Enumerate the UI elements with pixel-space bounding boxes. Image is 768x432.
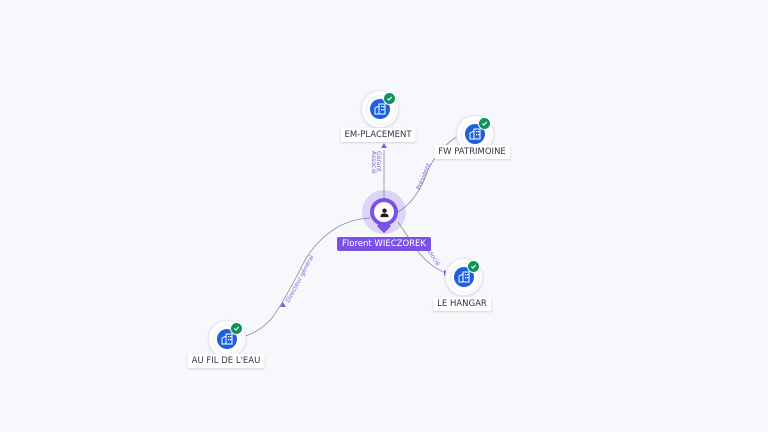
edge-label-em-2: Associé <box>370 151 377 174</box>
arrow-au-fil-de-leau <box>280 302 286 307</box>
person-label[interactable]: Florent WIECZOREK <box>337 237 431 251</box>
building-icon <box>465 124 485 144</box>
verified-check-icon <box>230 322 243 335</box>
arrow-em-placement <box>381 143 387 148</box>
company-label-em-placement[interactable]: EM-PLACEMENT <box>340 128 416 142</box>
company-node-au-fil-de-leau[interactable] <box>208 320 248 360</box>
edge-fw-patrimoine <box>397 133 463 213</box>
verified-check-icon <box>467 260 480 273</box>
edge-label-fw: Président <box>415 162 432 191</box>
company-label-au-fil-de-leau[interactable]: AU FIL DE L'EAU <box>187 354 265 368</box>
edge-label-af: Directeur général <box>285 254 316 304</box>
verified-check-icon <box>478 117 491 130</box>
verified-check-icon <box>383 92 396 105</box>
building-icon <box>370 99 390 119</box>
edge-label-em-1: Gérant <box>375 151 382 172</box>
building-icon <box>454 267 474 287</box>
company-node-em-placement[interactable] <box>361 90 401 130</box>
company-label-le-hangar[interactable]: LE HANGAR <box>433 297 491 311</box>
user-icon <box>374 202 394 222</box>
person-node[interactable] <box>362 190 406 234</box>
company-label-fw-patrimoine[interactable]: FW PATRIMOINE <box>434 145 510 159</box>
company-node-le-hangar[interactable] <box>445 258 485 298</box>
edge-au-fil-de-leau <box>237 217 371 339</box>
edge-le-hangar <box>397 221 451 276</box>
building-icon <box>217 329 237 349</box>
